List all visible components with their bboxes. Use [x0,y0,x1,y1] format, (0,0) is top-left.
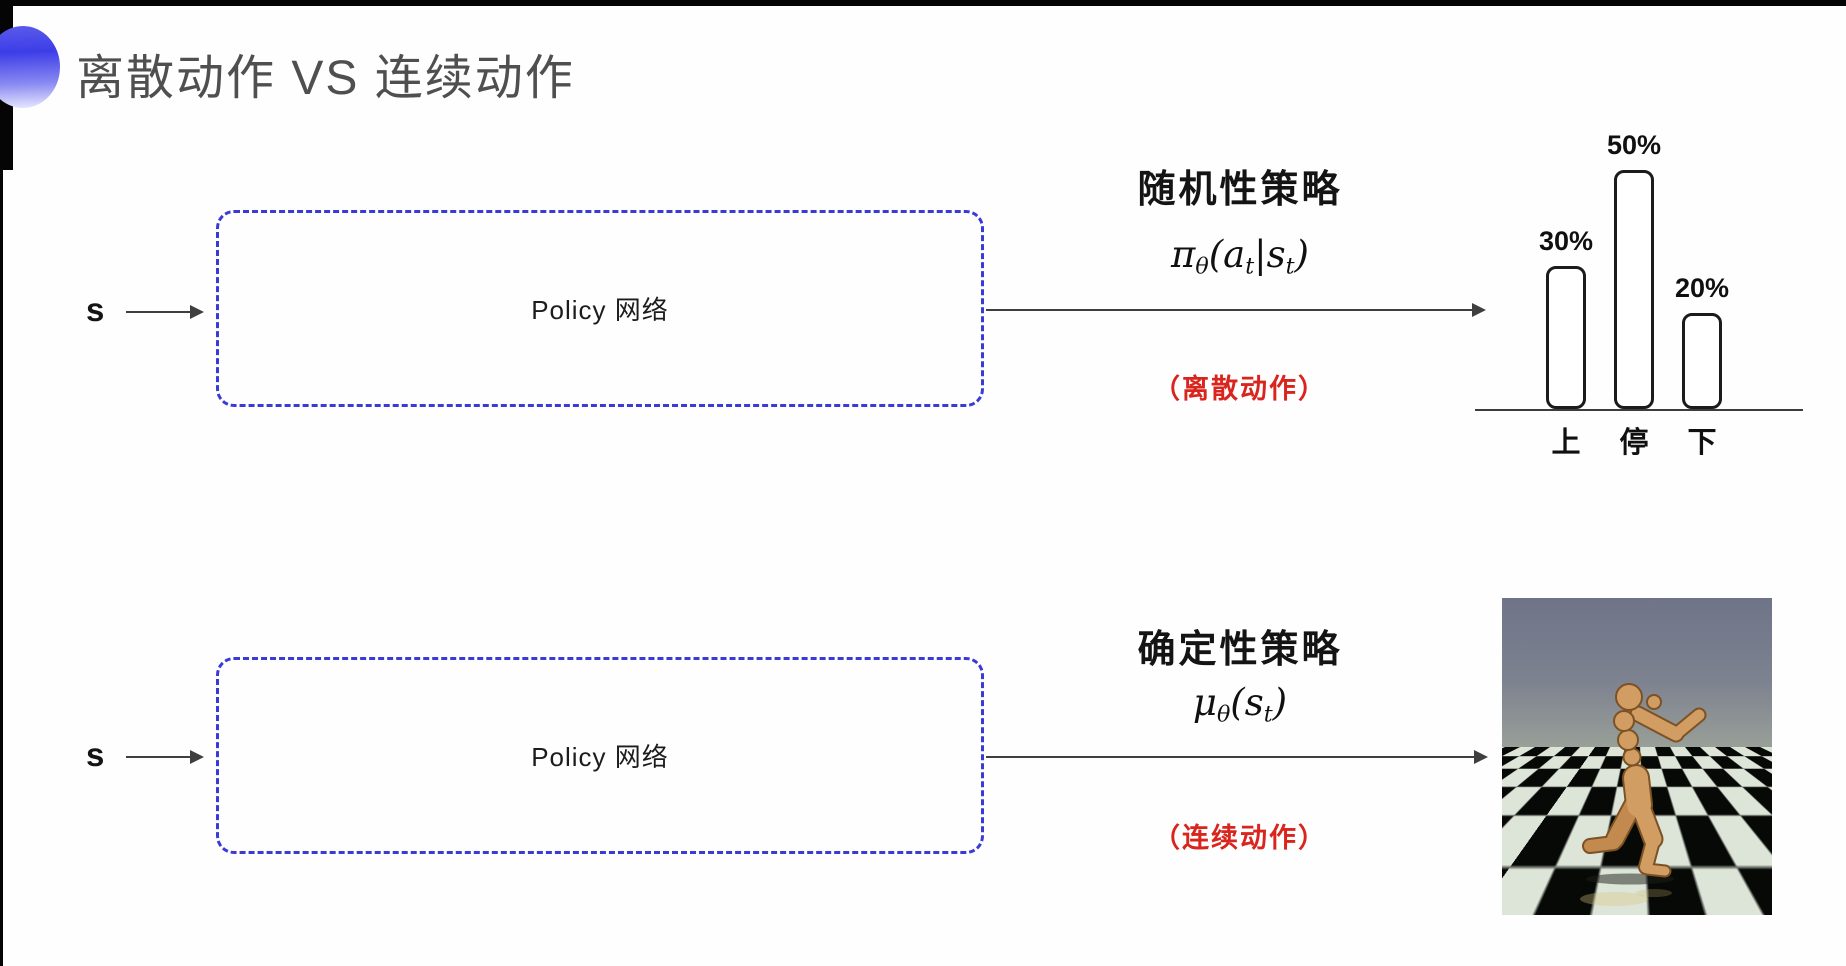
chart-bar [1546,266,1586,409]
formula-mu: μ [1192,681,1217,724]
stochastic-policy-formula: πθ(at|st) [1040,233,1440,280]
deterministic-policy-title: 确定性策略 [1137,629,1343,671]
input-arrow-top [126,305,204,319]
video-border-left [0,0,3,966]
formula-s-sub: t [1263,701,1273,728]
sky-background [1502,598,1772,751]
formula-s-sub: t [1285,253,1295,280]
chart-value-label: 20% [1674,273,1730,303]
discrete-action-note: （离散动作） [1153,374,1327,404]
chart-category-label: 下 [1687,427,1717,459]
chart-axis-line [1475,409,1803,411]
input-arrow-bottom [126,750,204,764]
state-input-label-bottom: s [86,736,105,773]
chart-value-label: 30% [1538,226,1594,256]
formula-a-sub: t [1245,253,1255,280]
slide-title: 离散动作 VS 连续动作 [76,52,575,105]
formula-pi: π [1171,233,1196,276]
chart-value-label: 50% [1606,130,1662,160]
continuous-action-note: （连续动作） [1153,823,1327,853]
stochastic-policy-title: 随机性策略 [1137,169,1343,211]
state-input-label-top: s [86,291,105,328]
formula-close: ) [1272,681,1288,724]
chart-category-label: 停 [1619,427,1649,459]
formula-open-a: (a [1208,233,1246,276]
formula-theta-sub: θ [1216,701,1231,728]
output-arrow-top [986,303,1486,317]
policy-network-label-bottom: Policy 网络 [531,742,669,772]
chart-bar [1682,313,1722,409]
action-probability-chart: 30% 上 50% 停 20% 下 [1470,100,1815,465]
video-border-top [0,0,1846,6]
formula-close: ) [1294,233,1309,276]
output-arrow-bottom [986,750,1488,764]
humanoid-simulation-image [1502,598,1772,915]
deterministic-policy-formula: μθ(st) [1040,681,1440,728]
formula-bar-s: |s [1254,233,1286,276]
chart-category-label: 上 [1551,427,1581,459]
title-bullet-icon [0,26,60,108]
formula-theta-sub: θ [1195,253,1209,280]
humanoid-robot-figure [1580,683,1707,906]
policy-network-box-bottom: Policy 网络 [216,657,984,854]
chart-bar [1614,170,1654,409]
policy-network-box-top: Policy 网络 [216,210,984,407]
policy-network-label-top: Policy 网络 [531,295,669,325]
formula-open-s: (s [1230,681,1264,724]
